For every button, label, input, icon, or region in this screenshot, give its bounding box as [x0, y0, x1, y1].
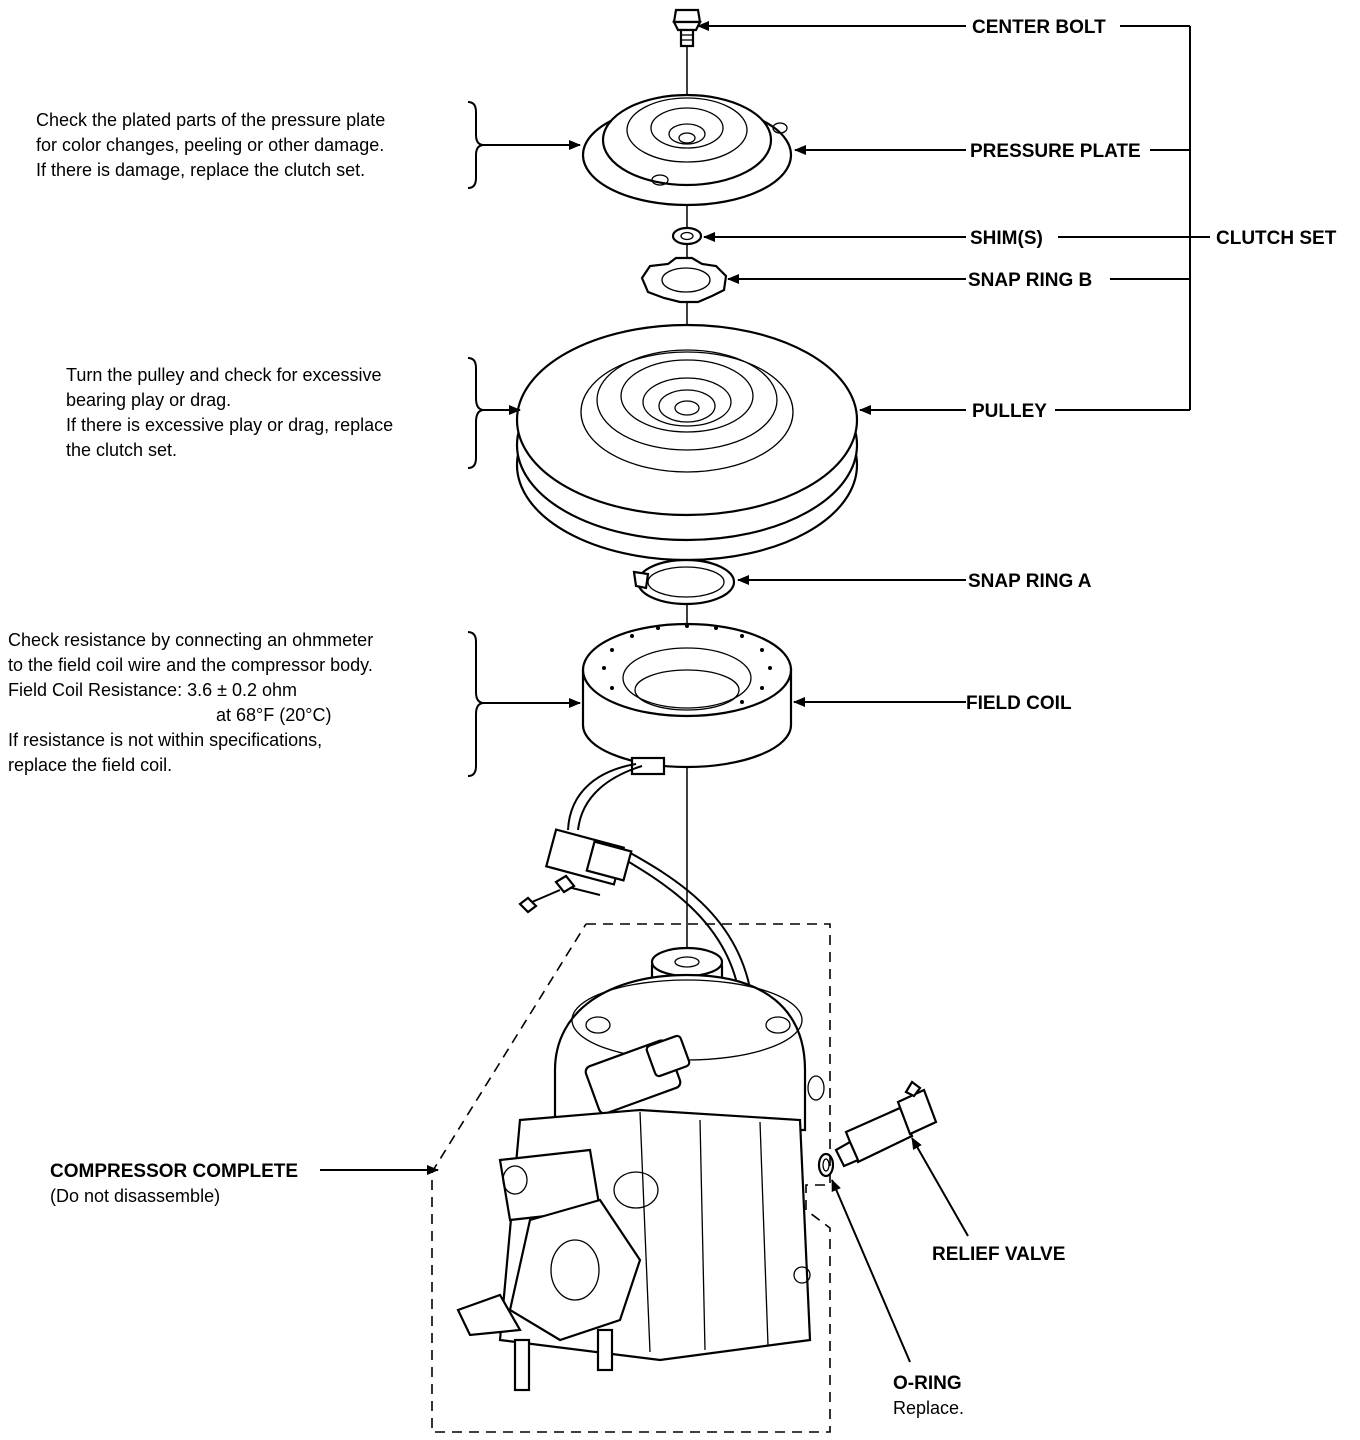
- o-ring-label: O-RING: [893, 1373, 962, 1394]
- note-line: the clutch set.: [66, 440, 177, 460]
- relief-valve-label: RELIEF VALVE: [932, 1244, 1065, 1265]
- center-bolt-label: CENTER BOLT: [972, 17, 1106, 38]
- note-line: at 68°F (20°C): [216, 705, 331, 725]
- center-bolt-part: [672, 8, 702, 48]
- pressure-plate-part: [581, 93, 793, 207]
- note-line: If there is damage, replace the clutch s…: [36, 160, 365, 180]
- note-line: for color changes, peeling or other dama…: [36, 135, 384, 155]
- compressor-boundary: [431, 923, 831, 1433]
- note-line: If resistance is not within specificatio…: [8, 730, 322, 750]
- o-ring-part: [817, 1152, 835, 1178]
- note-line: Turn the pulley and check for excessive: [66, 365, 382, 385]
- shims-label: SHIM(S): [970, 228, 1043, 249]
- o-ring-note: Replace.: [893, 1398, 964, 1418]
- note-line: Check resistance by connecting an ohmmet…: [8, 630, 373, 650]
- note-line: bearing play or drag.: [66, 390, 231, 410]
- snap-ring-a-part: [632, 558, 736, 606]
- field-coil-dots: [602, 624, 772, 704]
- part-labels: CENTER BOLT PRESSURE PLATE SHIM(S) SNAP …: [50, 17, 1337, 1418]
- relief-valve-part: [834, 1080, 938, 1168]
- note-brackets: [467, 101, 485, 777]
- clutch-set-label: CLUTCH SET: [1216, 228, 1337, 249]
- pulley-part: [515, 323, 859, 562]
- pulley-note: Turn the pulley and check for excessive …: [66, 365, 393, 460]
- field-coil-part: [581, 622, 793, 776]
- shim-part: [671, 226, 703, 246]
- compressor-note: (Do not disassemble): [50, 1186, 220, 1206]
- snap-ring-b-label: SNAP RING B: [968, 270, 1092, 291]
- note-line: replace the field coil.: [8, 755, 172, 775]
- leader-lines: [320, 21, 1210, 1363]
- pressure-plate-label: PRESSURE PLATE: [970, 141, 1141, 162]
- pulley-label: PULLEY: [972, 401, 1047, 422]
- snap-ring-a-label: SNAP RING A: [968, 571, 1092, 592]
- note-line: Check the plated parts of the pressure p…: [36, 110, 385, 130]
- pressure-plate-note: Check the plated parts of the pressure p…: [36, 110, 385, 180]
- field-coil-note: Check resistance by connecting an ohmmet…: [8, 630, 373, 775]
- note-line: If there is excessive play or drag, repl…: [66, 415, 393, 435]
- snap-ring-b-part: [640, 256, 728, 304]
- note-line: Field Coil Resistance: 3.6 ± 0.2 ohm: [8, 680, 297, 700]
- compressor-complete-label: COMPRESSOR COMPLETE: [50, 1161, 298, 1182]
- field-coil-label: FIELD COIL: [966, 693, 1072, 714]
- note-line: to the field coil wire and the compresso…: [8, 655, 373, 675]
- compressor-body-part: [456, 946, 825, 1392]
